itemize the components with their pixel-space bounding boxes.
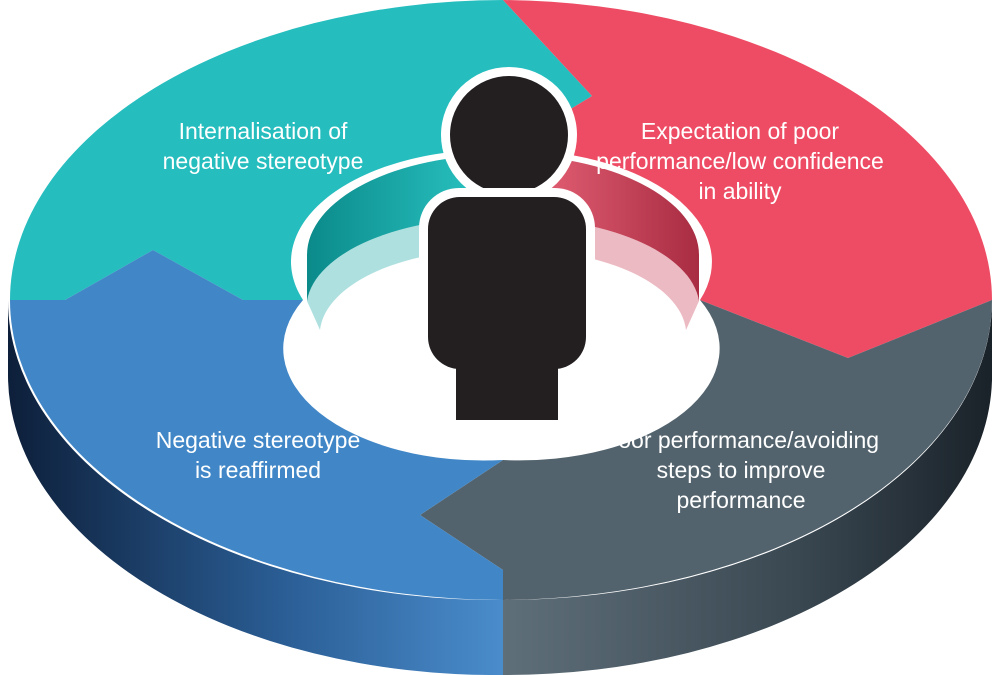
label-reaffirmed: Negative stereotype is reaffirmed [155,427,361,483]
label-internalisation: Internalisation of negative stereotype [162,118,364,174]
ring-side-right [503,305,992,675]
label-expectation: Expectation of poor performance/low conf… [596,118,884,204]
segment-reaffirmed [10,250,503,600]
ring-side-left [8,300,503,675]
label-poor-performance: Poor performance/avoiding steps to impro… [602,427,880,513]
segment-poor-performance [420,300,992,600]
segment-expectation [503,0,992,358]
segment-internalisation [10,0,592,300]
person-icon [419,67,595,420]
